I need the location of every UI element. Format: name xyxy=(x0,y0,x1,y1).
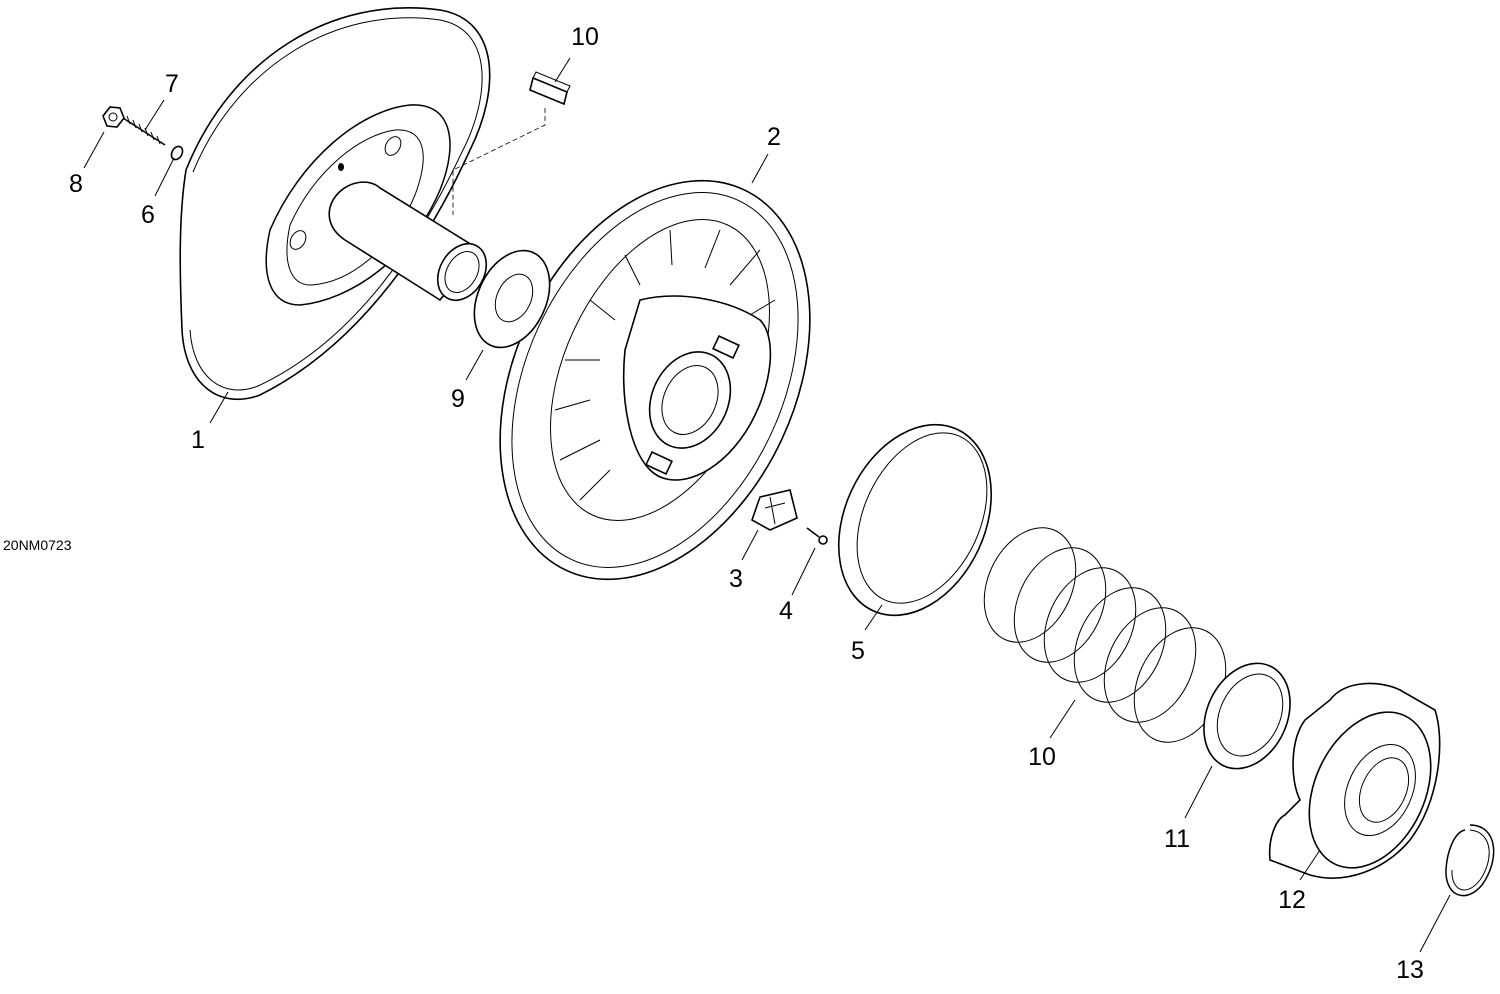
callout-6: 6 xyxy=(141,201,155,229)
part-cam xyxy=(1268,682,1441,879)
callout-12: 12 xyxy=(1278,886,1306,914)
part-washer-9 xyxy=(473,249,551,349)
callout-5: 5 xyxy=(851,637,865,665)
callout-3: 3 xyxy=(729,565,743,593)
part-small-washer xyxy=(170,145,184,161)
callout-13: 13 xyxy=(1396,956,1424,984)
callout-9: 9 xyxy=(451,385,465,413)
callout-7: 7 xyxy=(165,70,179,98)
callout-10-spring: 10 xyxy=(1028,743,1056,771)
part-fixed-sheave xyxy=(179,7,491,401)
callout-10-key: 10 xyxy=(571,23,599,51)
part-movable-sheave xyxy=(499,179,811,581)
callout-2: 2 xyxy=(767,123,781,151)
callout-1: 1 xyxy=(191,426,205,454)
part-spring xyxy=(983,527,1227,743)
part-circlip xyxy=(1445,824,1495,897)
callout-8: 8 xyxy=(69,170,83,198)
callout-labels: 1 2 3 4 5 6 7 8 9 10 10 11 12 13 xyxy=(69,23,1424,984)
part-ring xyxy=(837,423,993,617)
part-thrust-washer xyxy=(1203,662,1291,770)
part-key xyxy=(452,71,571,215)
callout-4: 4 xyxy=(779,597,793,625)
part-slider-shoe xyxy=(751,489,798,531)
leader-lines xyxy=(83,57,1451,953)
part-screw xyxy=(122,115,166,146)
part-nut xyxy=(102,106,125,128)
figure-code: 20NM0723 xyxy=(3,537,72,553)
callout-11: 11 xyxy=(1164,825,1190,853)
part-small-screw xyxy=(806,527,828,545)
